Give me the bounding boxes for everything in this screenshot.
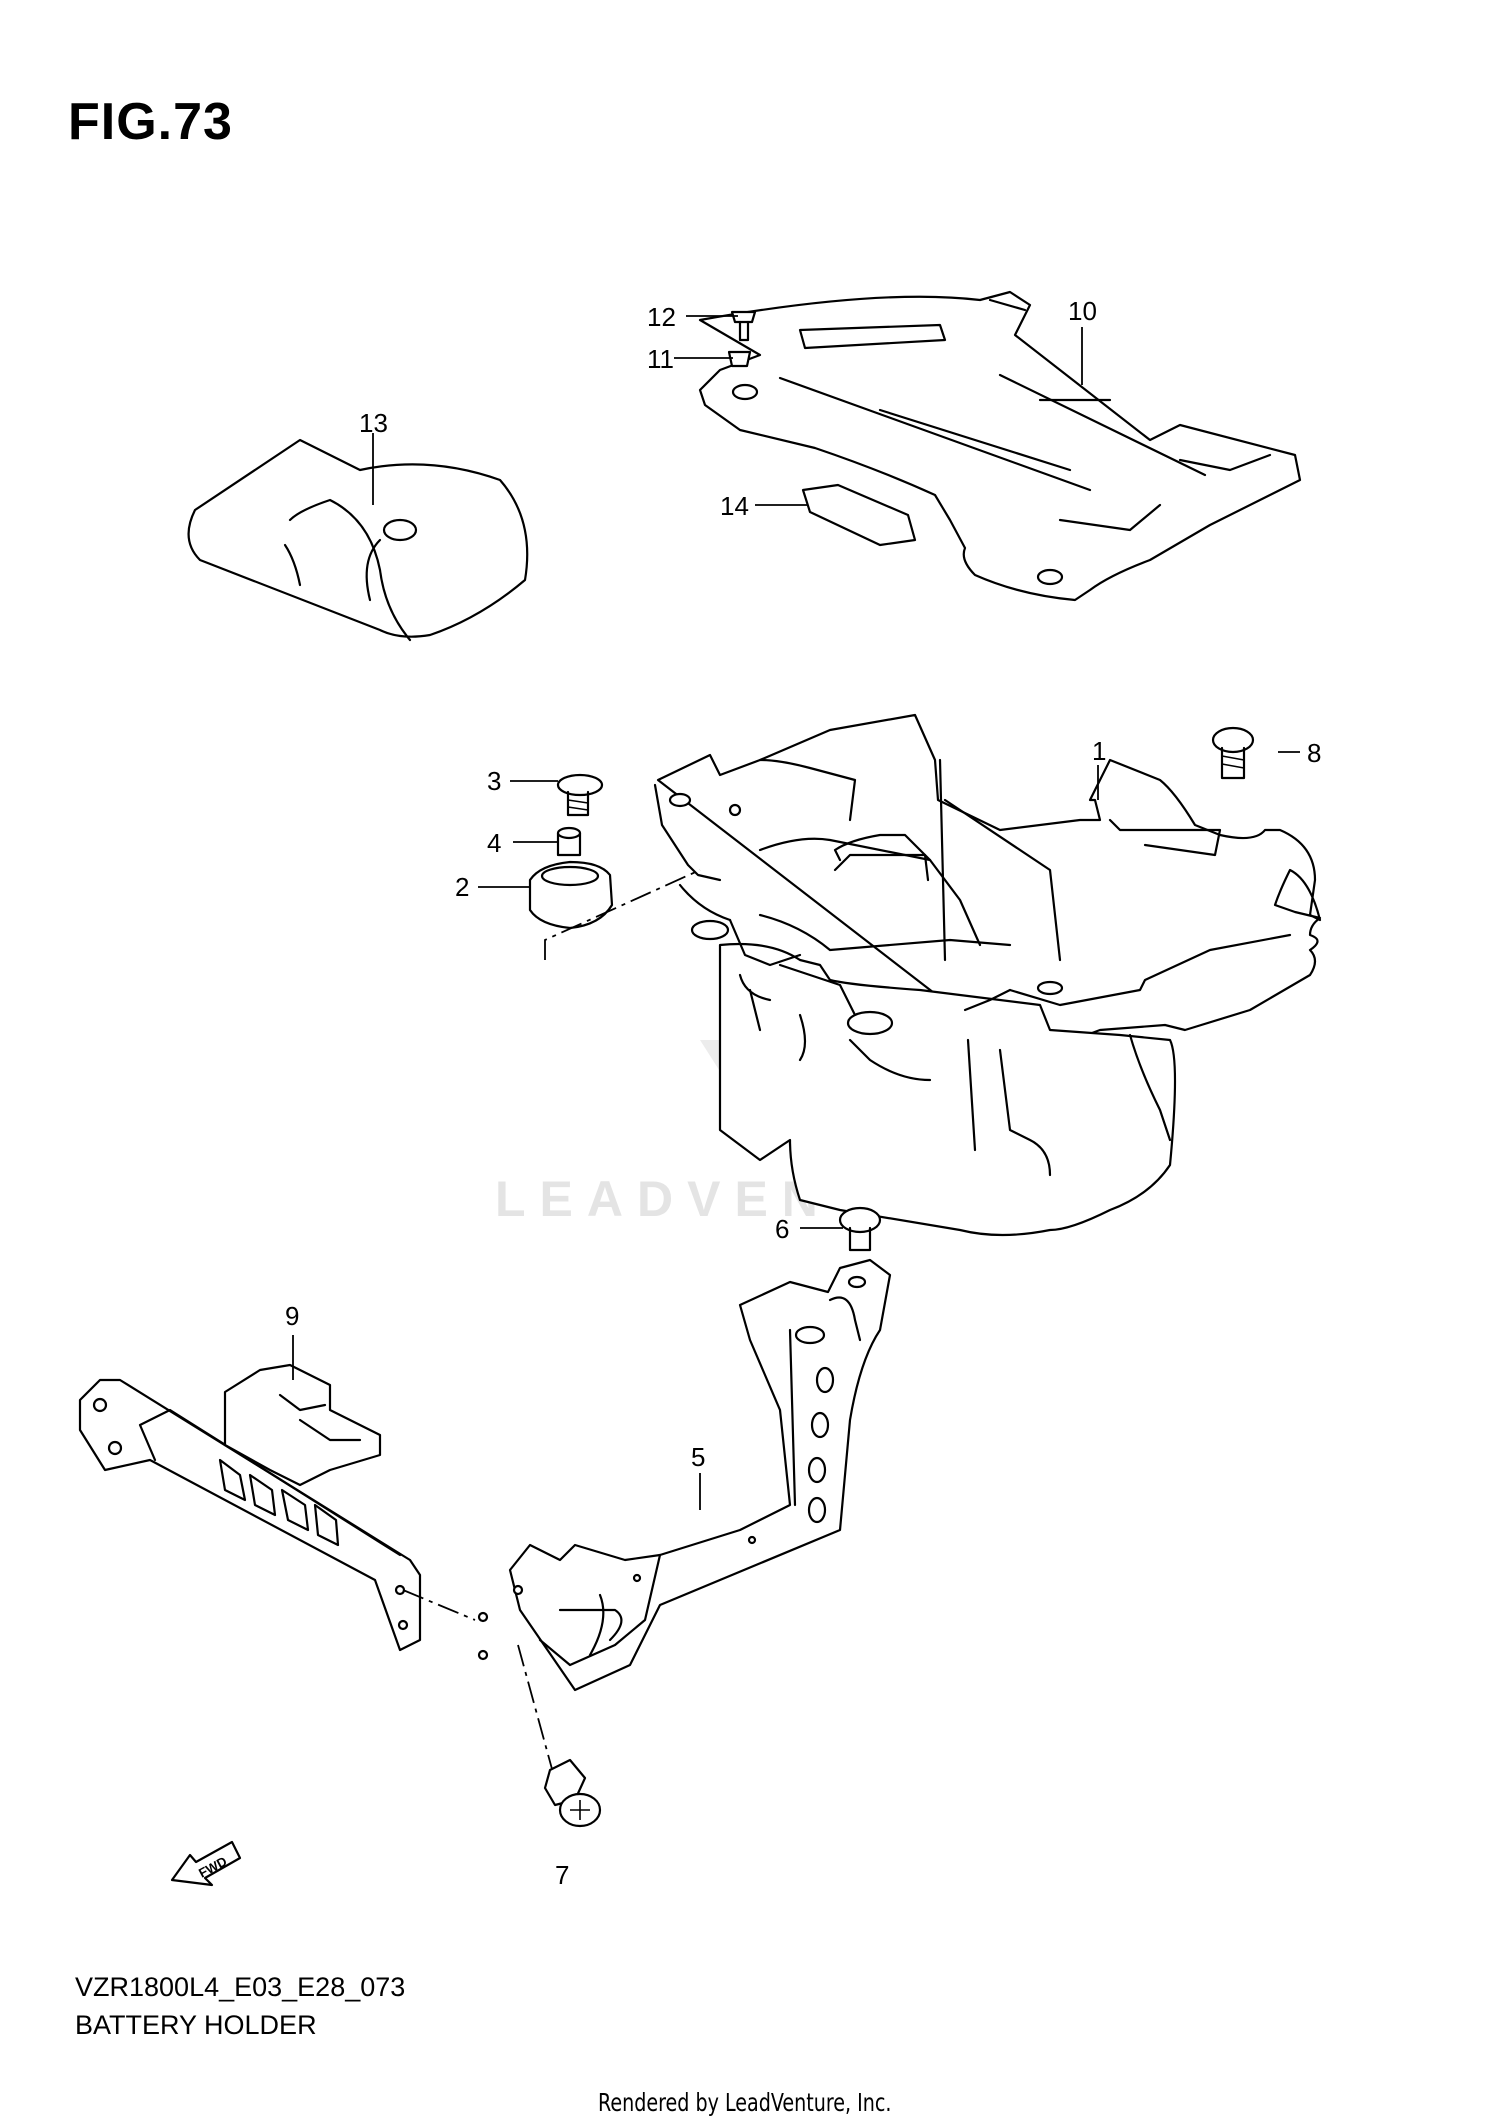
callout-3: 3 — [487, 766, 502, 796]
part-3-bolt[interactable] — [556, 773, 604, 817]
part-8-bolt[interactable] — [1211, 726, 1255, 780]
callout-2: 2 — [455, 872, 470, 902]
model-code: VZR1800L4_E03_E28_073 — [75, 1972, 406, 2002]
callout-12: 12 — [647, 302, 676, 332]
fwd-label: FWD — [196, 1854, 229, 1881]
part-2-cushion[interactable] — [528, 860, 614, 930]
part-6-bolt[interactable] — [838, 1206, 882, 1252]
callout-8: 8 — [1307, 738, 1322, 768]
figure-title: FIG.73 — [68, 93, 233, 151]
callout-4: 4 — [487, 828, 502, 858]
part-7-bolt[interactable] — [543, 1758, 602, 1828]
part-5-bracket[interactable] — [477, 1258, 892, 1692]
part-12-screw[interactable] — [730, 310, 757, 342]
callout-1: 1 — [1092, 736, 1107, 766]
part-4-collar[interactable] — [556, 826, 582, 857]
fwd-arrow-icon — [170, 1840, 242, 1887]
part-11-nut[interactable] — [727, 350, 752, 368]
callout-13: 13 — [359, 408, 388, 438]
assembly-line-9 — [402, 1589, 476, 1621]
callout-14: 14 — [720, 491, 749, 521]
callout-11: 11 — [647, 344, 674, 374]
callout-9: 9 — [285, 1301, 300, 1331]
part-1-battery-holder[interactable] — [653, 713, 1322, 1237]
render-credit: Rendered by LeadVenture, Inc. — [598, 2088, 892, 2117]
callout-10: 10 — [1068, 296, 1097, 326]
part-14-label[interactable] — [801, 483, 917, 547]
assembly-line-2 — [544, 869, 701, 960]
callout-5: 5 — [691, 1442, 706, 1472]
part-13-battery-cap[interactable] — [187, 438, 529, 642]
callout-6: 6 — [775, 1214, 790, 1244]
callout-7: 7 — [555, 1860, 570, 1890]
callout-leaders — [292, 315, 1300, 1510]
part-10-battery-cover[interactable] — [698, 290, 1302, 602]
assembly-line-7 — [517, 1644, 556, 1781]
part-9-bracket[interactable] — [78, 1363, 422, 1652]
diagram-caption: BATTERY HOLDER — [75, 2010, 317, 2040]
